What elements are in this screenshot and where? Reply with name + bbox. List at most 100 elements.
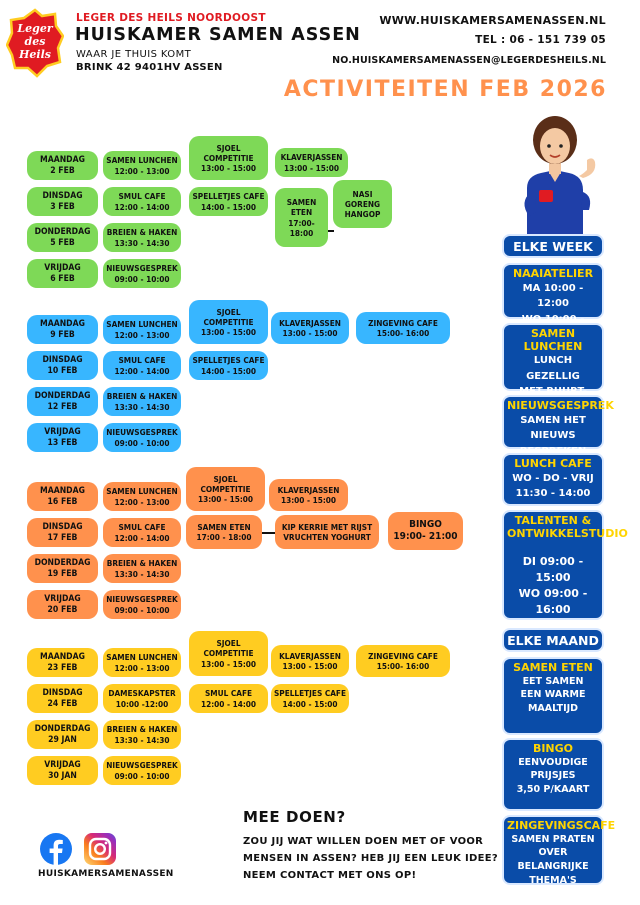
activity-title: SJOEL (216, 142, 241, 153)
social-handle: HUISKAMERSAMENASSEN (38, 869, 174, 879)
connector-line (262, 532, 275, 534)
page-title: HUISKAMER SAMEN ASSEN (75, 25, 361, 45)
card-line: LUNCH GEZELLIG (526, 355, 580, 382)
svg-text:Heils: Heils (18, 48, 51, 61)
card-title: NAAIATELIER (512, 267, 594, 280)
date: 23 FEB (47, 662, 78, 673)
activity-title: KLAVERJASSEN (277, 484, 340, 495)
activity-detail: HANGOP (344, 209, 381, 220)
activity-detail: 12:00 - 13:00 (114, 662, 170, 673)
activity-detail: 13:00 - 15:00 (200, 163, 257, 174)
card-title: NIEUWSGESPREK (507, 399, 614, 412)
leger-des-heils-logo: Leger des Heils (6, 8, 64, 78)
card-line: THEMA'S (529, 874, 577, 886)
mee-doen-line-1: ZOU JIJ WAT WILLEN DOEN MET OF VOOR (243, 836, 484, 847)
activity-detail: 13:00 - 15:00 (282, 661, 338, 671)
activity-title: KLAVERJASSEN (279, 317, 341, 328)
activity-detail: VRUCHTEN YOGHURT (283, 532, 371, 542)
card-title: TALENTEN & ONTWIKKELSTUDIO (507, 514, 628, 540)
weekday: DINSDAG (42, 687, 83, 698)
volunteer-illustration (524, 116, 596, 236)
card-line: MA 10:00 - 12:00 (522, 282, 584, 310)
date: 5 FEB (50, 237, 75, 248)
activity-detail: 13:30 - 14:30 (114, 401, 170, 412)
card-line: EEN WARME (520, 689, 586, 701)
date: 19 FEB (47, 568, 78, 579)
date: 6 FEB (50, 273, 75, 284)
card-title: LUNCH CAFE (514, 457, 592, 470)
activity-detail: 13:00 - 15:00 (197, 494, 254, 505)
card-line: WO - DO - VRIJ (512, 472, 594, 484)
activity-title: NIEUWSGESPREK (106, 760, 178, 771)
weekday: DINSDAG (42, 190, 83, 201)
date: 16 FEB (47, 496, 78, 507)
card-line: SAMEN PRATEN (511, 833, 595, 845)
website-link[interactable]: WWW.HUISKAMERSAMENASSEN.NL (379, 14, 606, 27)
weekday: MAANDAG (40, 485, 85, 496)
email-link[interactable]: NO.HUISKAMERSAMENASSEN@LEGERDESHEILS.NL (332, 55, 606, 66)
mee-doen-line-3: NEEM CONTACT MET ONS OP! (243, 870, 417, 881)
activity-title: SAMEN LUNCHEN (106, 319, 178, 330)
activity-title: BINGO (409, 518, 442, 530)
activity-detail: COMPETITIE (203, 316, 254, 327)
card-line: 3,50 P/KAART (516, 784, 590, 796)
activity-title: SPELLETJES CAFE (192, 355, 265, 366)
activity-detail: 12:00 - 14:00 (114, 532, 170, 543)
card-line: MAALTIJD (527, 703, 579, 715)
activity-detail: 13:00 - 15:00 (280, 495, 337, 505)
activity-detail: 13:30 - 14:30 (114, 734, 170, 745)
activity-title: KIP KERRIE MET RIJST (281, 521, 373, 532)
activity-title: BREIEN & HAKEN (106, 558, 178, 569)
activity-title: SMUL CAFE (204, 688, 253, 699)
date: 17 FEB (47, 532, 78, 543)
weekday: MAANDAG (40, 318, 85, 329)
activity-title: BREIEN & HAKEN (106, 724, 178, 735)
activity-detail: 15:00- 16:00 (376, 661, 430, 671)
card-title: ZINGEVINGSCAFE (507, 819, 616, 832)
weekday: VRIJDAG (44, 759, 81, 770)
activity-detail: 13:00 - 15:00 (282, 328, 338, 338)
date: 10 FEB (47, 365, 78, 376)
activity-detail: 10:00 -12:00 (115, 698, 169, 709)
activity-detail: 09:00 - 10:00 (114, 604, 170, 615)
activity-title: SPELLETJES CAFE (274, 688, 346, 699)
date: 3 FEB (50, 201, 75, 212)
activity-detail: 14:00 - 15:00 (200, 365, 257, 376)
facebook-icon[interactable] (40, 833, 72, 865)
activity-detail: 09:00 - 10:00 (114, 437, 170, 448)
activity-detail: 12:00 - 13:00 (114, 496, 170, 507)
date: 9 FEB (50, 329, 75, 340)
activity-detail: 13:00 - 15:00 (283, 162, 340, 173)
card-title: BINGO (532, 742, 574, 755)
activity-title: BREIEN & HAKEN (106, 391, 178, 402)
instagram-icon[interactable] (84, 833, 116, 865)
activity-title: KLAVERJASSEN (280, 152, 343, 163)
motto: WAAR JE THUIS KOMT (76, 49, 192, 60)
date: 12 FEB (47, 401, 78, 412)
activity-title: SAMEN LUNCHEN (106, 652, 178, 663)
activity-title: KLAVERJASSEN (279, 650, 341, 661)
weekday: VRIJDAG (44, 593, 81, 604)
activity-detail: 13:00 - 15:00 (200, 658, 257, 669)
